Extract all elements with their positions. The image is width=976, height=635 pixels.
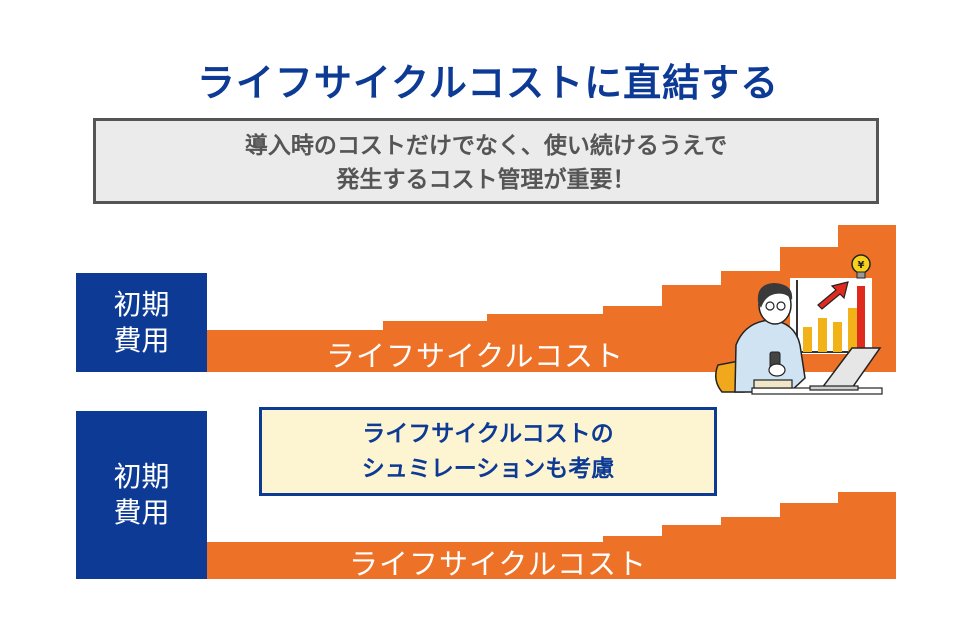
chart-bar-icon — [848, 308, 857, 352]
subtitle-box: 導入時のコストだけでなく、使い続けるうえで 発生するコスト管理が重要！ — [93, 118, 879, 204]
page-title: ライフサイクルコストに直結する — [196, 61, 780, 105]
glasses-icon — [776, 301, 786, 311]
bottom-lifecycle-staircase — [207, 492, 896, 579]
bottom-lifecycle-label: ライフサイクルコスト — [349, 547, 647, 581]
chart-bar-icon — [833, 322, 842, 352]
rising-arrow-icon — [817, 281, 849, 310]
initial-cost-line-2: 費用 — [113, 496, 170, 529]
notebook-icon — [753, 379, 793, 389]
bulb-base-icon — [856, 271, 866, 279]
red-bar-icon — [857, 286, 865, 352]
subtitle-line-2: 発生するコスト管理が重要！ — [336, 167, 636, 193]
yen-symbol: ¥ — [858, 260, 865, 271]
initial-cost-line-1: 初期 — [113, 460, 170, 493]
note-line-1: ライフサイクルコストの — [362, 421, 614, 447]
note-line-2: シュミレーションも考慮 — [361, 456, 615, 482]
hand-icon — [768, 363, 786, 377]
initial-cost-line-1: 初期 — [113, 287, 170, 321]
top-lifecycle-label: ライフサイクルコスト — [326, 339, 624, 373]
note-box: ライフサイクルコストの シュミレーションも考慮 — [259, 407, 717, 496]
laptop-base-icon — [809, 385, 859, 391]
chart-bar-icon — [803, 327, 812, 352]
subtitle-line-1: 導入時のコストだけでなく、使い続けるうえで — [244, 133, 728, 159]
initial-cost-line-2: 費用 — [113, 323, 170, 357]
glasses-icon — [765, 301, 775, 311]
chart-bar-icon — [818, 318, 827, 352]
top-lifecycle-staircase — [207, 225, 896, 372]
initial-cost-block-bottom: 初期 費用 — [76, 411, 207, 579]
person-hair-icon — [757, 283, 793, 308]
initial-cost-block-top: 初期 費用 — [76, 273, 207, 372]
